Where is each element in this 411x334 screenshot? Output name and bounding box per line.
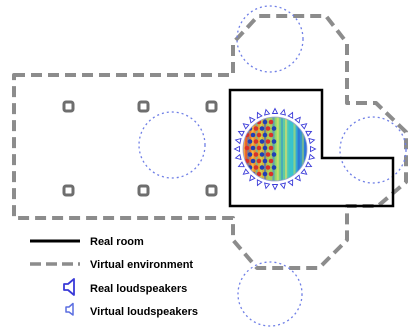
real-loudspeaker-icon	[234, 138, 242, 145]
sound-field-image	[243, 117, 307, 181]
real-loudspeaker-icon	[305, 161, 313, 168]
legend-virtual-loudspeakers-label: Virtual loudspeakers	[90, 306, 198, 318]
real-loudspeaker-icon	[271, 184, 279, 191]
real-loudspeaker-icon	[279, 182, 286, 190]
virtual-loudspeaker-ring-right	[339, 116, 407, 184]
real-loudspeaker-icon	[249, 174, 256, 182]
virtual-environment-outline	[12, 14, 408, 270]
real-loudspeaker-icon	[300, 168, 308, 175]
pillar-icon	[205, 184, 218, 197]
real-loudspeaker-icon	[308, 153, 316, 160]
pillar-icon	[137, 100, 150, 113]
real-loudspeaker-icon	[310, 145, 317, 153]
real-room-outline	[228, 88, 395, 208]
pillar-icon	[205, 100, 218, 113]
virtual-loudspeaker-rings	[138, 5, 407, 327]
real-loudspeaker-icon	[294, 116, 301, 124]
real-loudspeaker-icon	[264, 108, 271, 116]
virtual-loudspeaker-ring-left	[138, 111, 206, 179]
real-loudspeaker-icon	[300, 123, 308, 130]
real-loudspeaker-icon	[233, 145, 240, 153]
real-loudspeaker-icon	[308, 138, 316, 145]
real-loudspeaker-icon	[237, 161, 245, 168]
legend-real-loudspeakers-label: Real loudspeakers	[90, 283, 187, 295]
real-loudspeaker-icon	[256, 179, 263, 187]
real-loudspeaker-icon	[237, 130, 245, 137]
virtual-loudspeaker-ring-top	[236, 5, 304, 73]
real-loudspeaker-ring	[233, 107, 317, 191]
real-loudspeaker-icon	[249, 116, 256, 124]
real-loudspeaker-icon	[242, 168, 250, 175]
virtual-loudspeaker-ring-bottom	[237, 261, 303, 327]
real-loudspeaker-icon	[242, 123, 250, 130]
real-loudspeaker-icon	[279, 108, 286, 116]
real-loudspeaker-icon	[287, 179, 294, 187]
real-loudspeaker-icon	[287, 111, 294, 119]
real-loudspeaker-icon	[264, 182, 271, 190]
real-loudspeaker-icon	[256, 111, 263, 119]
real-loudspeaker-icon	[305, 130, 313, 137]
real-loudspeaker-icon	[234, 153, 242, 160]
loudspeaker-icon	[63, 278, 75, 296]
legend: Real room Virtual environment Real louds…	[30, 236, 198, 318]
legend-real-room-label: Real room	[90, 236, 144, 248]
pillars	[62, 100, 218, 197]
real-loudspeaker-icon	[294, 174, 301, 182]
real-loudspeaker-icon	[271, 107, 279, 114]
legend-virtual-environment-label: Virtual environment	[90, 259, 193, 271]
pillar-icon	[62, 100, 75, 113]
pillar-icon	[62, 184, 75, 197]
loudspeaker-icon	[65, 302, 74, 316]
pillar-icon	[137, 184, 150, 197]
